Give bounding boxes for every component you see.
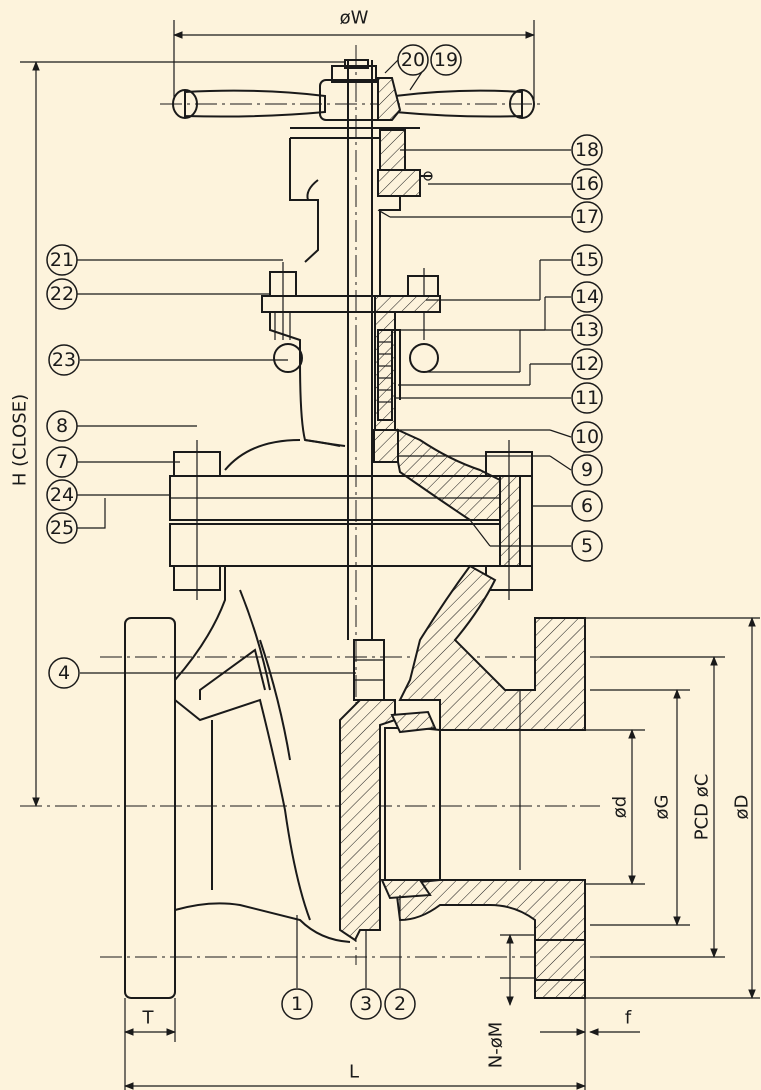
svg-text:21: 21 <box>50 249 74 271</box>
svg-text:10: 10 <box>575 426 599 448</box>
centerlines <box>20 45 600 965</box>
balloon-20: 20 <box>397 44 429 76</box>
balloon-9: 9 <box>571 454 603 486</box>
balloon-19: 19 <box>430 44 462 76</box>
svg-text:24: 24 <box>50 484 74 506</box>
balloon-17: 17 <box>571 201 603 233</box>
balloon-22: 22 <box>46 278 78 310</box>
balloon-6: 6 <box>571 490 603 522</box>
svg-text:5: 5 <box>581 535 593 557</box>
dimension-lines <box>20 20 760 1090</box>
svg-text:4: 4 <box>58 662 70 684</box>
dim-flange-thickness: T <box>142 1008 155 1029</box>
leader-lines <box>75 59 572 988</box>
dim-bore: ød <box>610 796 631 818</box>
body-bolts <box>173 440 533 600</box>
balloon-10: 10 <box>571 421 603 453</box>
dim-raised-face: øG <box>652 795 673 820</box>
balloon-23: 23 <box>48 344 80 376</box>
balloon-24: 24 <box>46 479 78 511</box>
svg-text:8: 8 <box>56 415 68 437</box>
balloon-1: 1 <box>281 988 313 1020</box>
svg-text:16: 16 <box>575 173 599 195</box>
svg-text:14: 14 <box>575 286 599 308</box>
svg-text:9: 9 <box>581 459 593 481</box>
svg-text:6: 6 <box>581 495 593 517</box>
balloon-21: 21 <box>46 244 78 276</box>
dim-height: H (CLOSE) <box>10 394 31 486</box>
balloon-7: 7 <box>46 446 78 478</box>
balloon-5: 5 <box>571 530 603 562</box>
svg-text:22: 22 <box>50 283 74 305</box>
balloon-14: 14 <box>571 281 603 313</box>
svg-text:25: 25 <box>50 517 74 539</box>
dim-handwheel: øW <box>340 8 369 29</box>
svg-text:2: 2 <box>394 993 406 1015</box>
svg-text:3: 3 <box>360 993 372 1015</box>
svg-text:18: 18 <box>575 139 599 161</box>
svg-text:20: 20 <box>401 49 425 71</box>
balloon-11: 11 <box>571 382 603 414</box>
stem <box>347 60 373 640</box>
svg-text:12: 12 <box>575 353 599 375</box>
dim-flange-od: øD <box>732 795 753 820</box>
dimension-labels: øW H (CLOSE) ød øG PCD øC øD T L N-øM f <box>10 8 753 1083</box>
valve-body <box>124 564 586 999</box>
handwheel <box>172 59 535 129</box>
dim-face-to-face: L <box>349 1062 359 1083</box>
balloon-4: 4 <box>48 657 80 689</box>
svg-text:19: 19 <box>434 49 458 71</box>
dim-bolt-holes: N-øM <box>486 1022 507 1069</box>
dim-pcd: PCD øC <box>692 774 713 841</box>
balloon-18: 18 <box>571 134 603 166</box>
dim-raised-face-height: f <box>625 1008 632 1029</box>
balloon-12: 12 <box>571 348 603 380</box>
balloon-13: 13 <box>571 314 603 346</box>
svg-text:13: 13 <box>575 319 599 341</box>
balloon-16: 16 <box>571 168 603 200</box>
bonnet <box>169 428 501 567</box>
balloon-2: 2 <box>384 988 416 1020</box>
svg-text:17: 17 <box>575 206 599 228</box>
balloon-25: 25 <box>46 512 78 544</box>
svg-text:15: 15 <box>575 249 599 271</box>
svg-text:7: 7 <box>56 451 68 473</box>
packing <box>373 329 399 463</box>
balloon-15: 15 <box>571 244 603 276</box>
balloon-8: 8 <box>46 410 78 442</box>
balloon-3: 3 <box>350 988 382 1020</box>
part-balloons: 20 19 18 16 17 15 14 13 12 11 10 9 6 5 2… <box>46 44 603 1020</box>
svg-text:23: 23 <box>52 349 76 371</box>
svg-text:1: 1 <box>291 993 303 1015</box>
svg-text:11: 11 <box>575 387 599 409</box>
